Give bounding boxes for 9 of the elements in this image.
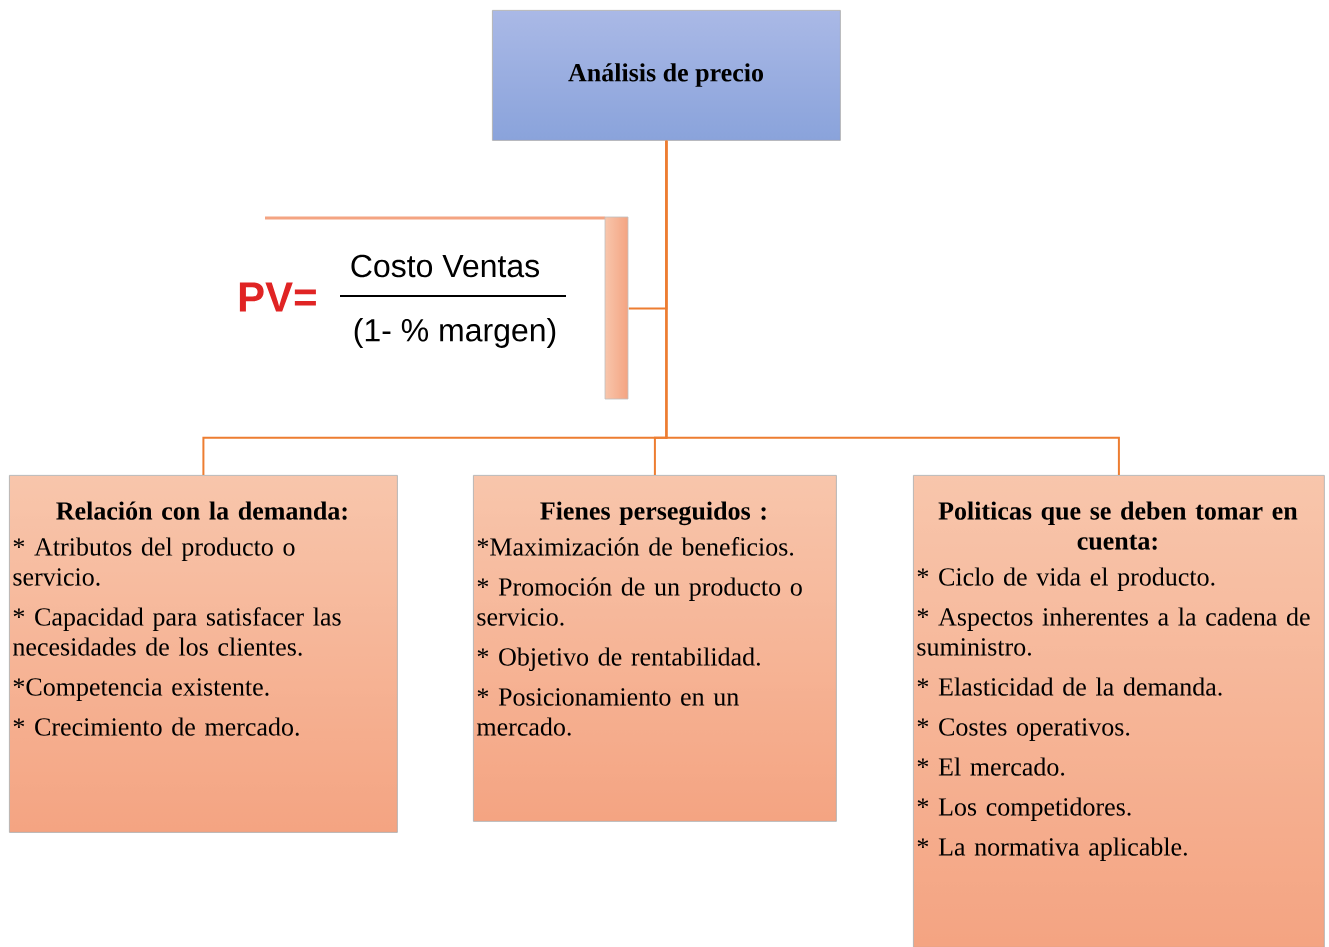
- node-label: PV=: [239, 282, 316, 312]
- title-box: Análisis de precio: [492, 10, 841, 141]
- category-box: Fienes perseguidos : *Maximización de beneficios. * Promoción de un producto o servicio. * Objetivo de rentabilidad. * Posicionamiento en un mercado.: [473, 475, 837, 822]
- connector-line: [665, 139, 1120, 476]
- formula-box: PV= Costo Ventas (1- % margen): [239, 216, 629, 400]
- node-label: (1- % margen): [354, 318, 556, 348]
- category-box: Politicas que se deben tomar en cuenta: * Ciclo de vida el producto. * Aspectos inherentes a la cadena de suministro. * Elasticidad de la demanda. * Costes operativos. * El mercado. * Los competidores. * La normativa aplicable.: [913, 475, 1325, 947]
- node-label: Costo Ventas: [351, 254, 539, 278]
- category-box: Relación con la demanda: * Atributos del producto o servicio. * Capacidad para satisfacer las necesidades de los clientes. *Competencia existente. * Crecimiento de mercado.: [9, 475, 398, 833]
